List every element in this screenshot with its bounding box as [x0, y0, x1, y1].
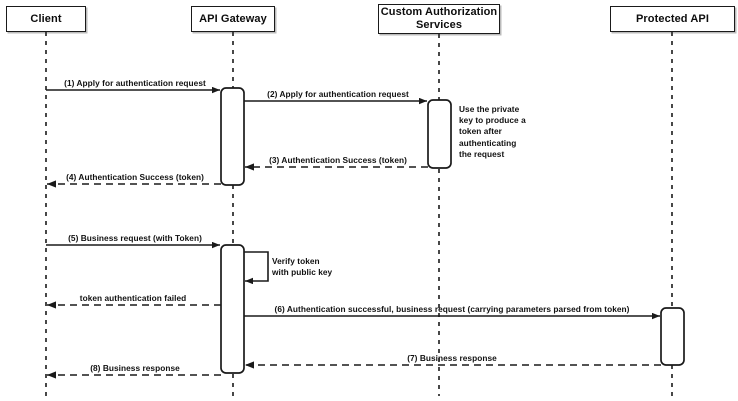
activation-auth-act-1: [427, 99, 452, 169]
participant-box-client[interactable]: Client: [6, 6, 86, 32]
message-arrows-group: [46, 86, 661, 379]
participant-box-gateway[interactable]: API Gateway: [191, 6, 275, 32]
message-label-m1: (1) Apply for authentication request: [64, 78, 206, 88]
message-label-m2: (2) Apply for authentication request: [267, 89, 409, 99]
message-label-m8: (7) Business response: [407, 353, 497, 363]
participant-label-gateway: API Gateway: [199, 12, 267, 25]
message-label-m4: (4) Authentication Success (token): [66, 172, 204, 182]
activation-bars-group: [220, 87, 685, 374]
participant-box-auth[interactable]: Custom Authorization Services: [378, 4, 500, 34]
message-label-m6: token authentication failed: [79, 293, 187, 303]
message-label-m5: (5) Business request (with Token): [68, 233, 202, 243]
message-label-m3: (3) Authentication Success (token): [269, 155, 407, 165]
message-label-m7: (6) Authentication successful, business …: [274, 304, 630, 314]
participant-label-auth: Custom Authorization Services: [380, 6, 498, 31]
activation-api-act-1: [660, 307, 685, 366]
message-label-m9: (8) Business response: [90, 363, 180, 373]
participant-box-api[interactable]: Protected API: [610, 6, 735, 32]
activation-gateway-act-2: [220, 244, 245, 374]
lifelines-group: [45, 32, 673, 396]
note-note-private-key: Use the private key to produce a token a…: [459, 104, 526, 159]
self-message-label-self-verify: Verify token with public key: [272, 256, 333, 278]
self-message-group: [244, 251, 269, 285]
self-message-self-verify: [244, 251, 269, 285]
activation-gateway-act-1: [220, 87, 245, 186]
participant-label-client: Client: [30, 12, 62, 25]
participant-label-api: Protected API: [635, 12, 710, 25]
